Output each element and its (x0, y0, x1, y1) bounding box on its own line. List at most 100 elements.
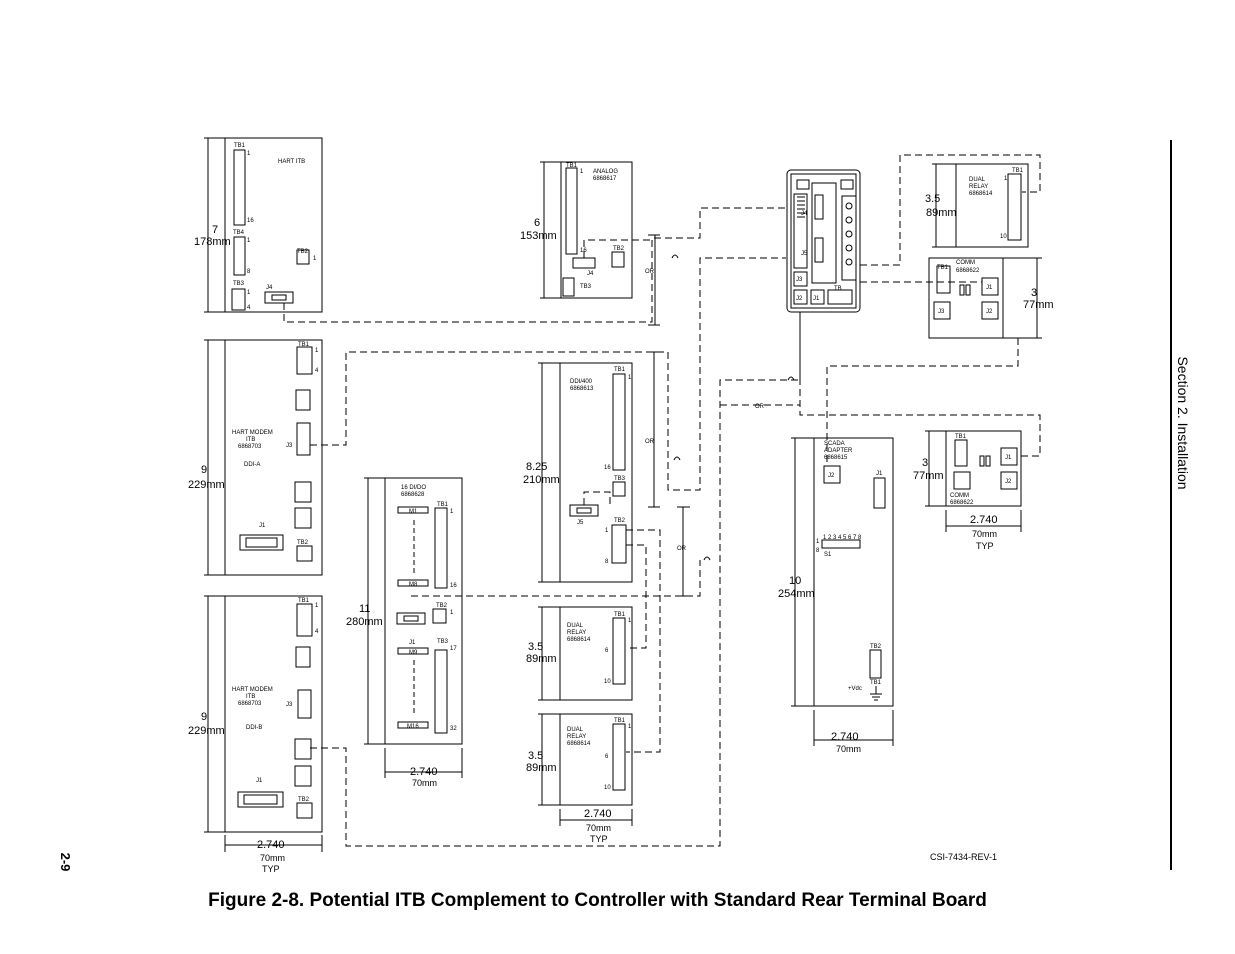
svg-text:70mm: 70mm (260, 853, 285, 863)
svg-text:77mm: 77mm (1023, 299, 1054, 311)
dual-relay-top-board (955, 163, 1029, 248)
svg-text:32: 32 (450, 726, 457, 732)
svg-text:J1: J1 (986, 285, 993, 291)
dio16-title: 16 DI/DO (401, 485, 426, 491)
svg-text:ITB: ITB (246, 437, 255, 443)
svg-text:J5: J5 (801, 251, 808, 257)
svg-text:J1: J1 (813, 296, 820, 302)
svg-text:210mm: 210mm (523, 474, 560, 486)
svg-text:M9: M9 (409, 650, 418, 656)
svg-text:1: 1 (816, 539, 820, 545)
dio16-itb-board (384, 477, 463, 745)
svg-text:M16: M16 (407, 724, 419, 730)
svg-text:1: 1 (450, 509, 454, 515)
svg-text:DDI-B: DDI-B (246, 725, 262, 731)
svg-text:2.740: 2.740 (970, 514, 998, 526)
svg-text:6: 6 (605, 648, 609, 654)
svg-text:DDI-A: DDI-A (244, 462, 260, 468)
ddi400-itb-board (559, 362, 633, 583)
svg-text:10: 10 (1000, 234, 1007, 240)
comm-bottom-title: COMM (950, 493, 969, 499)
svg-text:TB2: TB2 (297, 540, 309, 546)
modem-b-title: HART MODEM (232, 687, 273, 693)
svg-text:8: 8 (605, 559, 609, 565)
scada-title: SCADA (824, 441, 845, 447)
svg-text:TB2: TB2 (436, 603, 448, 609)
svg-text:6868614: 6868614 (567, 741, 591, 747)
dual-relay-1-board (559, 606, 633, 701)
svg-text:J1: J1 (256, 778, 263, 784)
svg-text:TB2: TB2 (614, 518, 626, 524)
controller-rear-terminal-board (786, 169, 861, 313)
svg-text:6868614: 6868614 (969, 191, 993, 197)
svg-text:70mm: 70mm (412, 778, 437, 788)
hart-itb-title: HART ITB (278, 159, 305, 165)
svg-text:J1: J1 (876, 471, 883, 477)
svg-text:2.740: 2.740 (410, 766, 438, 778)
svg-text:8: 8 (247, 269, 251, 275)
svg-text:2.740: 2.740 (831, 731, 859, 743)
svg-text:TYP: TYP (590, 834, 608, 844)
svg-text:70mm: 70mm (586, 823, 611, 833)
svg-text:3.5: 3.5 (925, 193, 940, 205)
analog-itb-board (560, 161, 633, 299)
hart-itb-tb2: TB2 (297, 249, 309, 255)
svg-text:J2: J2 (986, 309, 993, 315)
modem-a-title: HART MODEM (232, 430, 273, 436)
svg-text:J4: J4 (801, 211, 808, 217)
relay2-title: DUAL (567, 727, 584, 733)
svg-text:1: 1 (605, 528, 609, 534)
svg-text:RELAY: RELAY (969, 184, 988, 190)
svg-text:3: 3 (1031, 287, 1037, 299)
page-number: 2-9 (58, 852, 73, 872)
hart-modem-ddi-a-board (224, 339, 323, 576)
svg-text:3.5: 3.5 (528, 750, 543, 762)
svg-text:TYP: TYP (262, 864, 280, 874)
svg-text:TYP: TYP (976, 541, 994, 551)
svg-text:RELAY: RELAY (567, 734, 586, 740)
svg-text:3: 3 (922, 457, 928, 469)
svg-text:TB1: TB1 (298, 598, 310, 604)
cable-routes (283, 154, 1041, 847)
svg-text:16: 16 (604, 465, 611, 471)
svg-text:J2: J2 (828, 473, 835, 479)
svg-text:OR: OR (755, 404, 765, 410)
svg-text:J3: J3 (796, 277, 803, 283)
svg-text:70mm: 70mm (836, 744, 861, 754)
svg-text:+Vdc: +Vdc (848, 686, 862, 692)
svg-text:6868617: 6868617 (593, 176, 617, 182)
svg-text:TB3: TB3 (437, 639, 449, 645)
svg-text:6868703: 6868703 (238, 444, 262, 450)
svg-text:OR: OR (645, 269, 655, 275)
svg-text:TB1: TB1 (614, 718, 626, 724)
svg-text:153mm: 153mm (520, 230, 557, 242)
svg-text:1 2 3 4 5 6 7 8: 1 2 3 4 5 6 7 8 (823, 535, 862, 541)
svg-text:6868614: 6868614 (567, 637, 591, 643)
svg-text:TB: TB (834, 286, 842, 292)
svg-text:11: 11 (359, 603, 370, 615)
hart-itb-tb1: TB1 (234, 143, 246, 149)
svg-text:6868613: 6868613 (570, 386, 594, 392)
svg-text:1: 1 (315, 348, 319, 354)
svg-text:TB1: TB1 (566, 163, 578, 169)
svg-text:229mm: 229mm (188, 479, 225, 491)
svg-text:6868615: 6868615 (824, 455, 848, 461)
svg-text:J1: J1 (259, 523, 266, 529)
svg-text:10: 10 (789, 575, 801, 587)
svg-text:6: 6 (605, 754, 609, 760)
svg-text:J3: J3 (286, 702, 293, 708)
svg-text:4: 4 (247, 305, 251, 311)
svg-text:10: 10 (604, 679, 611, 685)
comm-bottom-board (945, 430, 1022, 507)
hart-itb-tb3: TB3 (233, 281, 245, 287)
svg-text:OR: OR (645, 439, 655, 445)
hart-modem-ddi-b-board (224, 595, 323, 833)
svg-text:S1: S1 (824, 552, 832, 558)
svg-text:OR: OR (677, 546, 687, 552)
svg-text:6868703: 6868703 (238, 701, 262, 707)
hart-itb-height-in: 7 (212, 224, 218, 236)
svg-text:TB1: TB1 (614, 367, 626, 373)
section-title: Section 2. Installation (1175, 356, 1191, 490)
svg-text:1: 1 (628, 375, 632, 381)
svg-text:J3: J3 (938, 309, 945, 315)
